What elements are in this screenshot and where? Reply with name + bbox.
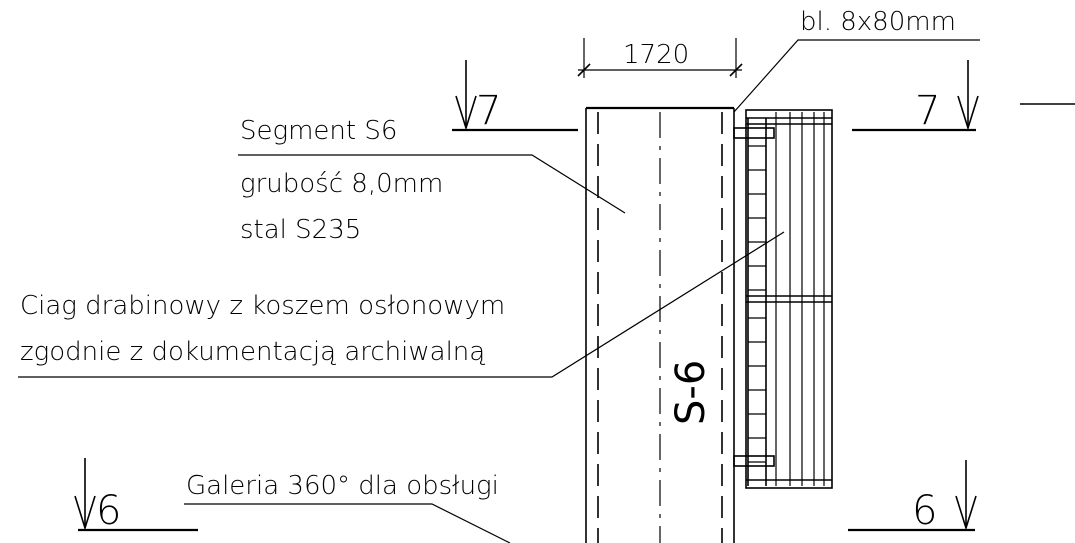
ladder-cage — [733, 109, 833, 489]
section-mark-7-right: 7 — [852, 60, 1075, 134]
section-mark-6-left: 6 — [74, 458, 198, 534]
label-segment-title: Segment S6 — [240, 116, 397, 146]
section-label-6-left: 6 — [96, 488, 121, 534]
leader-segment — [238, 154, 626, 214]
ladder-rungs — [748, 145, 766, 463]
section-mark-6-right: 6 — [848, 460, 977, 534]
dimension-1720: 1720 — [577, 38, 743, 78]
label-segment-thickness: grubość 8,0mm — [240, 169, 443, 199]
section-label-7-right: 7 — [915, 88, 940, 134]
section-mark-7-left: 7 — [452, 60, 578, 134]
segment-mark-vertical: S-6 — [668, 360, 714, 425]
leader-gallery — [184, 503, 511, 543]
label-ladder-line1: Ciag drabinowy z koszem osłonowym — [20, 291, 505, 321]
tower-segment — [585, 106, 735, 543]
dimension-value: 1720 — [623, 40, 689, 70]
leader-plate — [733, 39, 980, 113]
label-gallery: Galeria 360° dla obsługi — [186, 471, 499, 501]
label-segment-steel: stal S235 — [240, 215, 361, 245]
section-label-7-left: 7 — [476, 88, 501, 134]
label-ladder-line2: zgodnie z dokumentacją archiwalną — [20, 337, 485, 367]
label-plate: bl. 8x80mm — [800, 7, 956, 37]
leader-ladder — [18, 231, 785, 378]
section-label-6-right: 6 — [912, 488, 937, 534]
